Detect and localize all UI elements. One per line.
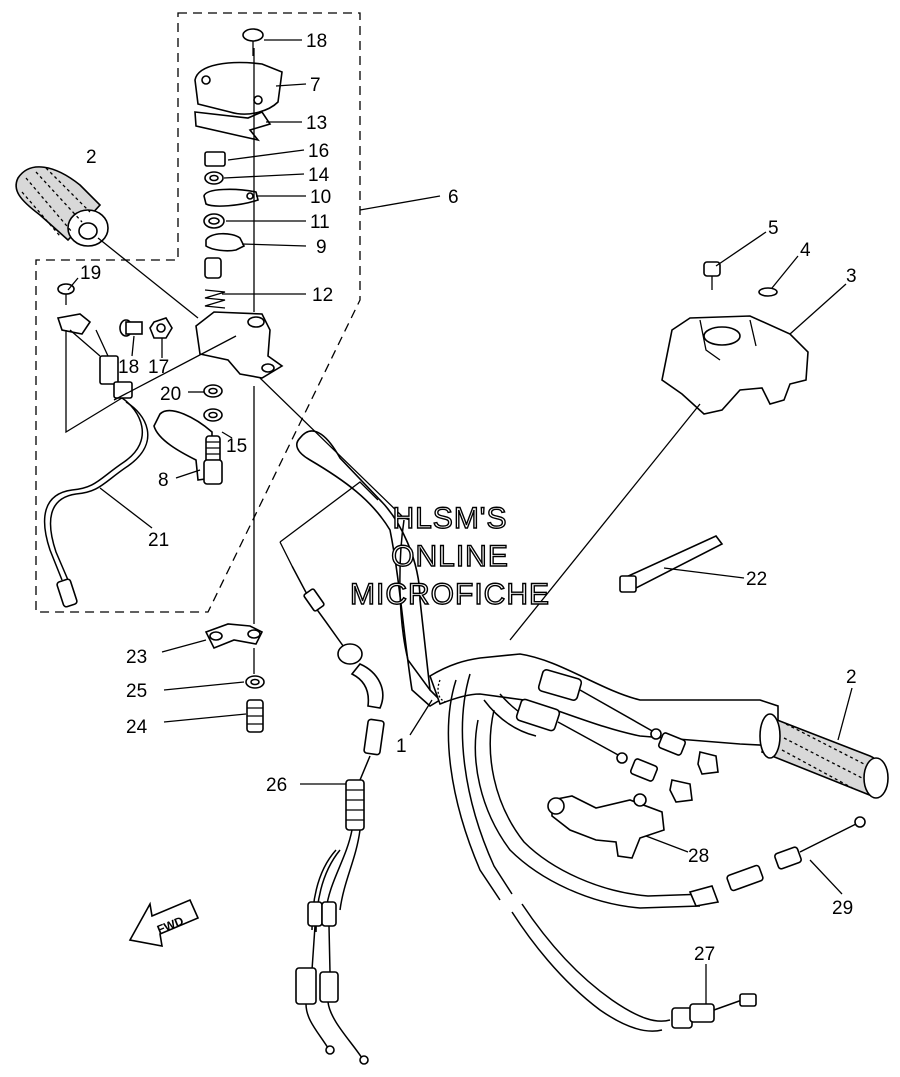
switch-link-lines [65, 329, 123, 434]
callout-23: 23 [126, 647, 147, 668]
washer-15a [203, 408, 223, 422]
fwd-arrow-icon: FWD [128, 898, 200, 947]
watermark-line3: MICROFICHE [350, 578, 550, 611]
lever-10 [203, 188, 259, 207]
clamp-23 [204, 623, 264, 650]
callout-1: 1 [396, 736, 407, 757]
watermark-line1: HLSM'S [392, 502, 507, 535]
callout-labels: 18 7 13 16 14 10 11 9 12 6 2 19 18 17 20… [80, 31, 857, 965]
callout-5: 5 [768, 218, 779, 239]
callout-13: 13 [306, 113, 327, 134]
cable-27 [671, 993, 757, 1029]
callout-18-top: 18 [306, 31, 327, 52]
oring-4 [758, 287, 778, 297]
throttle-cover-7 [194, 61, 283, 115]
callout-2-right: 2 [846, 667, 857, 688]
callout-15: 15 [226, 436, 247, 457]
collar [204, 257, 222, 279]
throttle-cover-3 [661, 315, 809, 415]
callout-12: 12 [312, 285, 333, 306]
handlebar-1 [296, 430, 779, 747]
screw-5 [703, 261, 721, 290]
washer-25 [245, 675, 265, 689]
nut-17 [149, 317, 173, 339]
callout-4: 4 [800, 240, 811, 261]
left-grip [15, 166, 109, 247]
bolt-18-side [119, 319, 143, 337]
right-grip [759, 713, 889, 799]
switch-bracket [56, 313, 92, 335]
callout-17: 17 [148, 357, 169, 378]
throttle-cable-26 [291, 565, 385, 1065]
callout-2-left: 2 [86, 147, 97, 168]
callout-27: 27 [694, 944, 715, 965]
callout-8: 8 [158, 470, 169, 491]
callout-26: 26 [266, 775, 287, 796]
callout-3: 3 [846, 266, 857, 287]
washer-14 [204, 171, 224, 185]
callout-10: 10 [310, 187, 331, 208]
callout-25: 25 [126, 681, 147, 702]
callout-24: 24 [126, 717, 148, 738]
callout-22: 22 [746, 569, 767, 590]
callout-14: 14 [308, 165, 330, 186]
switch-wire-21 [43, 397, 149, 608]
callout-19: 19 [80, 263, 101, 284]
leader-lines [67, 39, 853, 1004]
switch-28 [547, 793, 665, 859]
plate-9 [205, 232, 246, 252]
screw-19 [57, 283, 75, 305]
callout-18-side: 18 [118, 357, 139, 378]
screw-18-top [242, 28, 264, 56]
callout-21: 21 [148, 530, 169, 551]
callout-20: 20 [160, 384, 181, 405]
spring-12 [204, 289, 226, 309]
throttle-lever-8 [153, 409, 223, 485]
callout-29: 29 [832, 898, 853, 919]
cable-tie-22 [619, 535, 724, 593]
throttle-assembly-boundary [35, 12, 361, 613]
callout-9: 9 [316, 237, 327, 258]
brake-cable-loops [447, 673, 707, 1032]
callout-28: 28 [688, 846, 709, 867]
watermark: HLSM'S ONLINE MICROFICHE [349, 501, 550, 611]
washer-20 [203, 384, 223, 398]
cable-29 [688, 816, 866, 907]
bolt-24 [246, 699, 264, 733]
callout-7: 7 [310, 75, 321, 96]
washer-11 [203, 213, 225, 229]
nut-16 [204, 151, 226, 167]
throttle-housing-1 [195, 311, 284, 379]
cable-adjusters [515, 669, 719, 803]
callout-16: 16 [308, 141, 329, 162]
callout-11: 11 [310, 212, 330, 233]
callout-6: 6 [448, 187, 459, 208]
watermark-line2: ONLINE [391, 540, 509, 573]
gasket-13 [194, 111, 272, 142]
